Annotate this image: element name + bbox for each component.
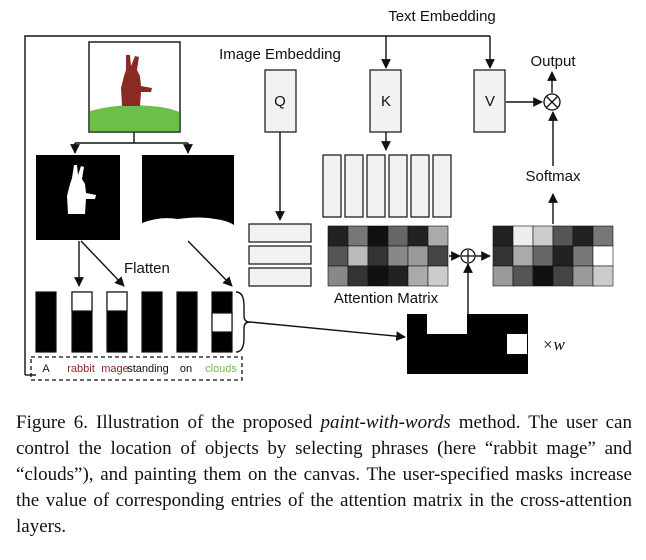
token-rabbit: rabbit xyxy=(67,363,95,375)
text-embedding-lines xyxy=(24,35,495,376)
column-on xyxy=(176,291,198,353)
flatten-label: Flatten xyxy=(124,260,170,277)
column-a xyxy=(35,291,57,353)
canvas-split-lines xyxy=(70,132,193,154)
token-clouds: clouds xyxy=(205,363,237,375)
column-standing xyxy=(141,291,163,353)
rabbit-figure xyxy=(121,55,152,106)
multiply-icon xyxy=(543,93,561,111)
key-stack xyxy=(322,154,452,218)
text-embedding-label: Text Embedding xyxy=(388,8,496,25)
token-standing: standing xyxy=(127,363,169,375)
times-w-label: ×w xyxy=(542,335,565,354)
q-label: Q xyxy=(274,93,286,110)
rabbit-mask xyxy=(36,155,120,240)
painted-canvas xyxy=(88,41,181,133)
attention-matrix-label: Attention Matrix xyxy=(334,290,439,307)
paint-with-words-diagram: Text Embedding Flatten xyxy=(24,8,614,381)
attention-matrix xyxy=(327,225,449,287)
softmax-matrix xyxy=(492,225,614,287)
caption-method: paint-with-words xyxy=(320,412,451,433)
brace xyxy=(235,291,251,353)
caption-rest: method. The user can control the locatio… xyxy=(16,412,632,537)
v-label: V xyxy=(485,93,495,110)
caption-label: Figure 6. Illustration of the proposed xyxy=(16,412,321,433)
softmax-label: Softmax xyxy=(525,168,581,185)
clouds-region xyxy=(90,105,179,131)
prompt-token-box xyxy=(30,356,243,381)
token-mage: mage xyxy=(101,363,129,375)
token-on: on xyxy=(180,363,192,375)
plus-icon xyxy=(460,248,476,264)
v-box xyxy=(473,69,506,133)
query-stack xyxy=(248,223,312,287)
image-embedding-label: Image Embedding xyxy=(219,46,341,63)
brace-to-weight-arrow xyxy=(249,321,406,342)
token-a: A xyxy=(42,363,50,375)
flatten-arrows xyxy=(74,240,233,287)
clouds-mask xyxy=(142,155,234,240)
flattened-columns xyxy=(35,291,233,353)
qkv-boxes xyxy=(264,69,506,133)
figure-caption: Figure 6. Illustration of the proposed p… xyxy=(16,410,632,540)
output-label: Output xyxy=(530,53,576,70)
weight-matrix xyxy=(407,314,528,374)
k-label: K xyxy=(381,93,391,110)
prompt-tokens: A rabbit mage standing on clouds xyxy=(42,363,237,375)
